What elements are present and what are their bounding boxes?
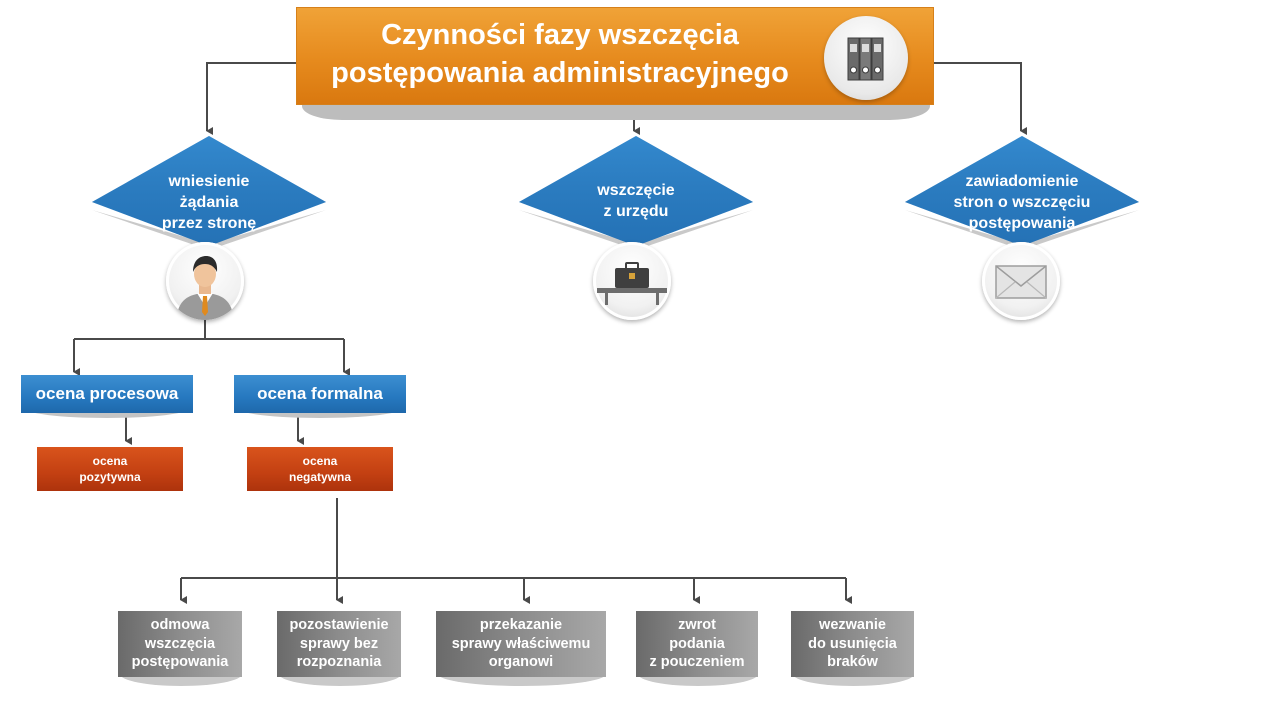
title-line-1: Czynności fazy wszczęcia (381, 19, 739, 51)
result-negative-line-2: negatywna (288, 470, 351, 484)
outcome-summons-line-2: do usunięcia (808, 635, 897, 652)
branch-request-line-2: żądania (179, 194, 239, 211)
connector-title-right (934, 62, 1027, 135)
outcome-unexamined-line-3: rozpoznania (296, 654, 382, 671)
eval-formal-shadow (237, 408, 403, 418)
outcome-refusal-line-1: odmowa (150, 617, 210, 634)
outcome-transfer-line-3: organowi (488, 654, 554, 671)
branch-diamond-ex-officio: wszczęcie z urzędu (515, 134, 757, 260)
result-positive-line-2: pozytywna (79, 470, 141, 484)
person-icon (166, 242, 244, 320)
outcome-summons-line-3: braków (827, 654, 878, 671)
outcome-5-shadow (793, 674, 914, 686)
outcome-2-shadow (279, 674, 401, 686)
eval-formal-label: ocena formalna (234, 375, 406, 413)
branch-notification-line-1: zawiadomienie (965, 173, 1079, 190)
outcome-return-line-2: podania (669, 635, 725, 652)
result-negative-box: ocena negatywna (247, 447, 393, 491)
result-positive-box: ocena pozytywna (37, 447, 183, 491)
outcome-refusal-line-3: postępowania (131, 654, 229, 671)
branch-diamond-notification: zawiadomienie stron o wszczęciu postępow… (901, 134, 1143, 260)
eval-procedural-label: ocena procesowa (21, 375, 193, 413)
outcome-unexamined-line-2: sprawy bez (299, 635, 379, 652)
branch-request-line-3: przez stronę (161, 215, 257, 232)
outcome-4-shadow (638, 674, 758, 686)
outcome-refusal-line-2: wszczęcia (144, 635, 216, 652)
outcome-return-box: zwrot podania z pouczeniem (636, 611, 758, 677)
branch-notification-line-3: postępowania (968, 215, 1076, 232)
branch-diamond-request: wniesienie żądania przez stronę (88, 134, 330, 260)
page-title: Czynności fazy wszczęcia postępowania ad… (310, 14, 810, 94)
outcome-transfer-line-2: sprawy właściwemu (451, 635, 591, 652)
outcome-summons-box: wezwanie do usunięcia braków (791, 611, 914, 677)
outcome-unexamined-line-1: pozostawienie (289, 617, 389, 634)
result-positive-line-1: ocena (92, 454, 128, 468)
outcome-3-shadow (438, 674, 606, 686)
binders-icon (824, 16, 908, 100)
branch-ex-officio-line-2: z urzędu (603, 203, 669, 220)
envelope-icon (982, 242, 1060, 320)
title-line-2: postępowania administracyjnego (331, 57, 789, 89)
outcome-transfer-box: przekazanie sprawy właściwemu organowi (436, 611, 606, 677)
branch-request-line-1: wniesienie (168, 173, 250, 190)
outcome-refusal-box: odmowa wszczęcia postępowania (118, 611, 242, 677)
eval-procedural-shadow (24, 408, 190, 418)
branch-notification-line-2: stron o wszczęciu (953, 194, 1091, 211)
connector-title-left (206, 62, 296, 135)
outcome-return-line-3: z pouczeniem (649, 654, 745, 671)
result-negative-line-1: ocena (302, 454, 338, 468)
outcome-return-line-1: zwrot (678, 617, 716, 634)
outcome-unexamined-box: pozostawienie sprawy bez rozpoznania (277, 611, 401, 677)
briefcase-desk-icon (593, 242, 671, 320)
outcome-summons-line-1: wezwanie (819, 617, 886, 634)
outcome-1-shadow (120, 674, 242, 686)
outcome-transfer-line-1: przekazanie (479, 617, 563, 634)
branch-ex-officio-line-1: wszczęcie (597, 182, 675, 199)
